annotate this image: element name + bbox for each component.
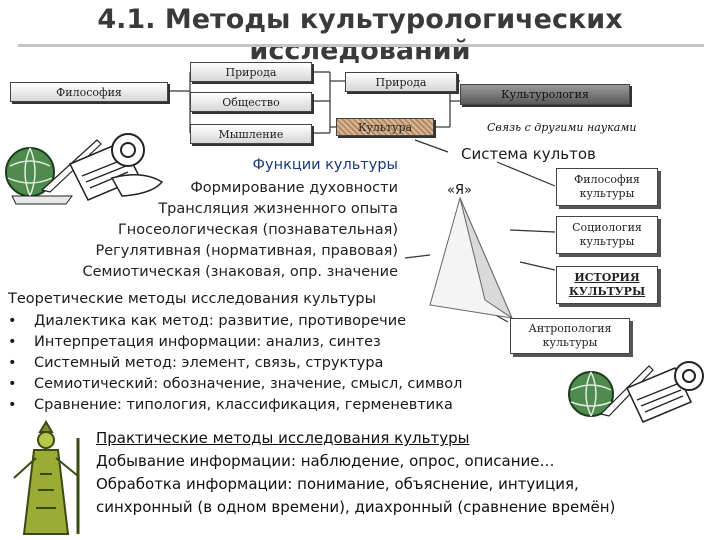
philosophy-of-culture-box: Философия культуры: [556, 168, 658, 206]
thinking-box: Мышление: [190, 124, 312, 144]
theory-heading: Теоретические методы исследования культу…: [8, 291, 377, 307]
books-globe-illustration: [5, 133, 164, 205]
self-label: «Я»: [447, 183, 472, 198]
practice-line: Добывание информации: наблюдение, опрос,…: [96, 452, 555, 470]
relation-label: Связь с другими науками: [487, 121, 637, 134]
society-box: Общество: [190, 92, 312, 112]
history-of-culture-box: ИСТОРИЯ КУЛЬТУРЫ: [556, 266, 658, 304]
theory-item: • Диалектика как метод: развитие, противо…: [8, 313, 406, 329]
theory-item-text: Семиотический: обозначение, значение, см…: [34, 376, 463, 392]
function-item: Трансляция жизненного опыта: [158, 201, 398, 217]
function-item: Формирование духовности: [190, 180, 398, 196]
wizard-figure-illustration: [13, 420, 80, 535]
theory-item: • Интерпретация информации: анализ, синте…: [8, 334, 381, 350]
theory-item-text: Сравнение: типология, классификация, гер…: [34, 397, 453, 413]
bullet: •: [8, 355, 17, 371]
bullet: •: [8, 376, 17, 392]
theory-item-text: Диалектика как метод: развитие, противор…: [34, 313, 407, 329]
culturology-box: Культурология: [460, 84, 630, 105]
anthropology-of-culture-box: Антропология культуры: [510, 318, 630, 354]
practice-line: Обработка информации: понимание, объясне…: [96, 475, 579, 493]
functions-heading: Функции культуры: [252, 157, 398, 173]
function-item: Семиотическая (знаковая, опр. значение: [82, 264, 398, 280]
nature-box-left: Природа: [190, 62, 312, 82]
bullet: •: [8, 397, 17, 413]
globe-scroll-illustration: [568, 361, 704, 423]
function-item: Гносеологическая (познавательная): [117, 222, 398, 238]
bullet: •: [8, 334, 17, 350]
function-item: Регулятивная (нормативная, правовая): [95, 243, 398, 259]
theory-item-text: Системный метод: элемент, связь, структу…: [34, 355, 384, 371]
theory-item: • Системный метод: элемент, связь, структ…: [8, 355, 383, 371]
theory-item-text: Интерпретация информации: анализ, синтез: [34, 334, 381, 350]
sociology-of-culture-box: Социология культуры: [556, 216, 658, 254]
practice-line: синхронный (в одном времени), диахронный…: [96, 498, 616, 516]
philosophy-box: Философия: [10, 82, 168, 102]
culture-box: Культура: [336, 118, 434, 136]
practice-heading: Практические методы исследования культур…: [96, 429, 470, 447]
nature-box-right: Природа: [345, 72, 457, 92]
theory-item: • Сравнение: типология, классификация, ге…: [8, 397, 453, 413]
theory-item: • Семиотический: обозначение, значение, с…: [8, 376, 462, 392]
cult-system-heading: Система культов: [461, 145, 596, 163]
page-title: 4.1. Методы культурологических исследова…: [97, 4, 623, 66]
bullet: •: [8, 313, 17, 329]
title-underline: [18, 44, 704, 47]
